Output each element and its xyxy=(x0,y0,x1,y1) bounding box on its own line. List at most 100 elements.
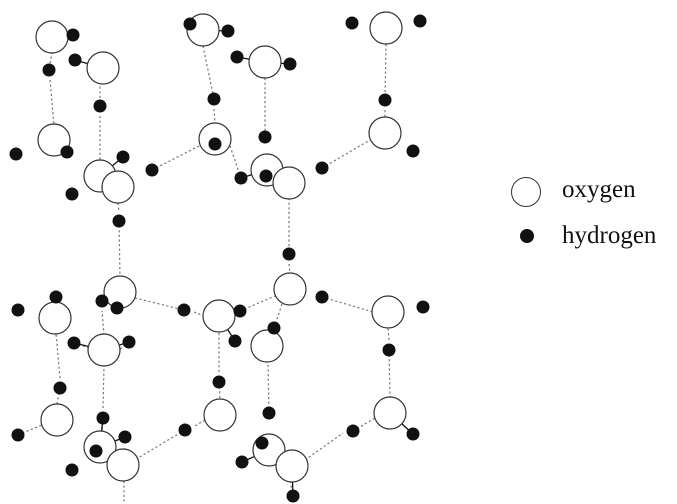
hydrogen-bond-22 xyxy=(101,310,105,336)
hydrogen-bond-11 xyxy=(321,139,371,169)
hydrogen-atom-17 xyxy=(116,150,130,164)
hydrogen-atom-31 xyxy=(315,290,329,304)
oxygen-atom-14 xyxy=(202,299,236,333)
hydrogen-atom-10 xyxy=(345,16,359,30)
oxygen-atom-18 xyxy=(250,329,284,363)
hydrogen-bond-27 xyxy=(55,333,61,379)
hydrogen-atom-48 xyxy=(286,489,300,503)
hydrogen-atom-5 xyxy=(60,145,74,159)
hydrogen-atom-24 xyxy=(282,247,296,261)
hydrogen-bond-36 xyxy=(137,429,186,459)
oxygen-atom-16 xyxy=(371,295,405,329)
hydrogen-atom-33 xyxy=(67,336,81,350)
hydrogen-atom-35 xyxy=(228,334,242,348)
hydrogen-atom-44 xyxy=(89,444,103,458)
hydrogen-atom-4 xyxy=(9,147,23,161)
hydrogen-atom-9 xyxy=(283,57,297,71)
hydrogen-atom-19 xyxy=(145,163,159,177)
hydrogen-atom-45 xyxy=(65,463,79,477)
hydrogen-atom-38 xyxy=(53,381,67,395)
hydrogen-atom-42 xyxy=(118,430,132,444)
legend-label-hydrogen: hydrogen xyxy=(562,222,657,249)
oxygen-atom-11 xyxy=(272,166,306,200)
hydrogen-atom-8 xyxy=(230,50,244,64)
hydrogen-bond-16 xyxy=(288,263,291,275)
hydrogen-atom-40 xyxy=(11,428,25,442)
hydrogen-bond-28 xyxy=(218,381,221,400)
hydrogen-bond-33 xyxy=(387,327,390,341)
legend-row-oxygen: oxygen xyxy=(510,172,675,218)
hydrogen-bond-18 xyxy=(193,311,205,317)
hydrogen-bond-1 xyxy=(49,79,55,126)
legend-label-oxygen: oxygen xyxy=(562,176,636,203)
oxygen-atom-1 xyxy=(86,51,120,85)
hydrogen-atom-15 xyxy=(258,130,272,144)
hydrogen-atom-51 xyxy=(255,436,269,450)
hydrogen-atom-23 xyxy=(112,214,126,228)
hydrogen-atom-34 xyxy=(122,335,136,349)
hydrogen-atom-1 xyxy=(68,53,82,67)
oxygen-atom-8 xyxy=(368,116,402,150)
hydrogen-symbol xyxy=(520,229,534,243)
legend-row-hydrogen: hydrogen xyxy=(510,218,675,264)
hydrogen-bond-32 xyxy=(388,349,391,398)
hydrogen-bond-5 xyxy=(213,108,216,125)
hydrogen-atom-2 xyxy=(42,63,56,77)
hydrogen-atom-14 xyxy=(208,137,222,151)
hydrogen-atoms xyxy=(9,14,430,503)
oxygen-atom-25 xyxy=(275,449,309,483)
oxygen-atom-21 xyxy=(373,396,407,430)
hydrogen-atom-26 xyxy=(110,301,124,315)
hydrogen-atom-36 xyxy=(267,321,281,335)
hydrogen-atom-47 xyxy=(235,455,249,469)
hydrogen-atom-3 xyxy=(93,99,107,113)
oxygen-atom-23 xyxy=(106,448,140,482)
hydrogen-atom-46 xyxy=(262,406,276,420)
hydrogen-bond-14 xyxy=(117,202,120,213)
hydrogen-atom-11 xyxy=(413,14,427,28)
oxygen-atom-4 xyxy=(248,45,282,79)
oxygen-atom-13 xyxy=(38,301,72,335)
hydrogen-atom-6 xyxy=(183,17,197,31)
hydrogen-bond-41 xyxy=(304,432,344,461)
hydrogen-atom-27 xyxy=(49,290,63,304)
hydrogen-atom-16 xyxy=(406,144,420,158)
hydrogen-atom-22 xyxy=(315,161,329,175)
hydrogen-atom-50 xyxy=(406,427,420,441)
ice-lattice-diagram xyxy=(9,11,430,504)
hydrogen-atom-20 xyxy=(234,171,248,185)
oxygen-atom-5 xyxy=(369,11,403,45)
hydrogen-atom-37 xyxy=(382,343,396,357)
oxygen-atom-15 xyxy=(273,272,307,306)
hydrogen-atom-41 xyxy=(96,411,110,425)
oxygen-atom-17 xyxy=(87,333,121,367)
hydrogen-atom-39 xyxy=(212,375,226,389)
hydrogen-atom-32 xyxy=(416,300,430,314)
hydrogen-bonds xyxy=(17,43,391,504)
oxygen-atom-0 xyxy=(35,20,69,54)
hydrogen-atom-30 xyxy=(233,304,247,318)
hydrogen-atom-28 xyxy=(11,303,25,317)
hydrogen-atom-29 xyxy=(177,303,191,317)
hydrogen-bond-7 xyxy=(384,43,387,101)
hydrogen-atom-43 xyxy=(178,423,192,437)
hydrogen-bond-20 xyxy=(321,296,374,313)
oxygen-atoms xyxy=(35,11,407,483)
oxygen-symbol xyxy=(511,177,541,207)
hydrogen-bond-30 xyxy=(267,361,270,414)
hydrogen-atom-0 xyxy=(66,28,80,42)
hydrogen-atom-21 xyxy=(259,169,273,183)
hydrogen-atom-12 xyxy=(207,92,221,106)
hydrogen-atom-13 xyxy=(378,93,392,107)
hydrogen-bond-13 xyxy=(118,220,121,278)
hydrogen-bond-17 xyxy=(134,297,185,311)
hydrogen-atom-7 xyxy=(221,24,235,38)
oxygen-atom-20 xyxy=(203,398,237,432)
hydrogen-atom-25 xyxy=(95,294,109,308)
hydrogen-atom-18 xyxy=(65,187,79,201)
hydrogen-atom-49 xyxy=(346,424,360,438)
legend: oxygen hydrogen xyxy=(510,172,675,264)
hydrogen-bond-37 xyxy=(194,419,206,427)
oxygen-atom-10 xyxy=(101,170,135,204)
oxygen-atom-19 xyxy=(40,403,74,437)
